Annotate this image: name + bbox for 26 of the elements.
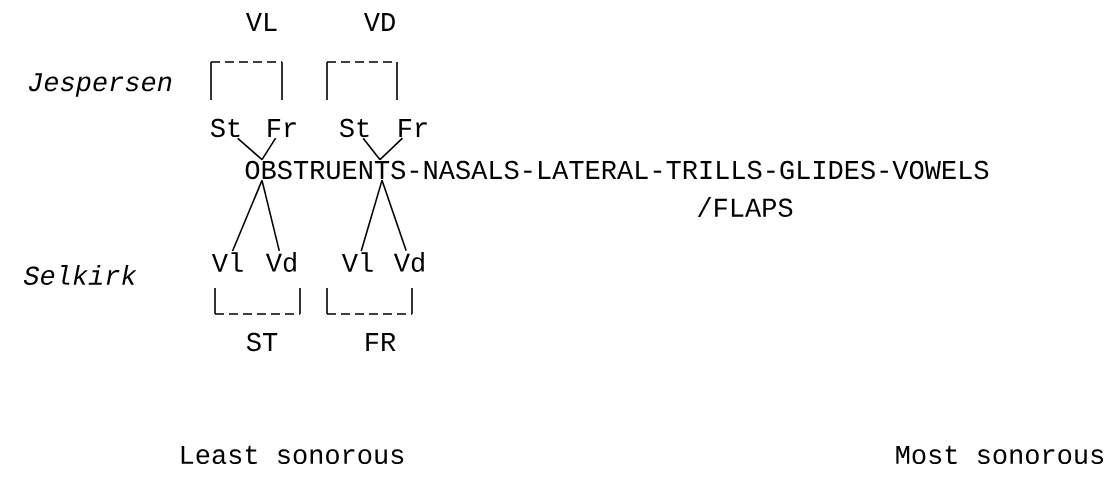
connector-line	[381, 179, 407, 252]
connector-line	[379, 137, 404, 161]
connector-line	[237, 137, 263, 161]
connector-line	[360, 179, 383, 252]
feature-label: Fr	[399, 119, 427, 137]
phoneme-class-row: OBSTRUENTS-NASALS-LATERAL-TRILLS-GLIDES-VOWELS	[245, 160, 989, 180]
text-label: FR	[366, 333, 396, 351]
feature-label: Vl	[341, 252, 373, 272]
connector-line	[231, 179, 263, 252]
feature-label: Vd	[393, 252, 424, 272]
text-label: Least sonorous	[181, 445, 404, 465]
feature-label: Fr	[268, 119, 296, 137]
text-label: Most sonorous	[896, 445, 1104, 465]
connector-line	[261, 137, 277, 161]
connector-line	[261, 179, 281, 252]
text-label: ST	[246, 332, 278, 352]
connector-line	[362, 137, 381, 161]
feature-label: Vd	[265, 252, 296, 272]
text-label: VL	[245, 13, 277, 31]
feature-label: St	[339, 118, 369, 138]
feature-label: Vl	[211, 252, 243, 272]
speaker-name: Jespersen	[28, 73, 172, 97]
feature-label: St	[210, 118, 240, 138]
text-label: VD	[363, 13, 395, 31]
text-label: /FLAPS	[697, 197, 793, 217]
speaker-name: Selkirk	[23, 265, 137, 285]
